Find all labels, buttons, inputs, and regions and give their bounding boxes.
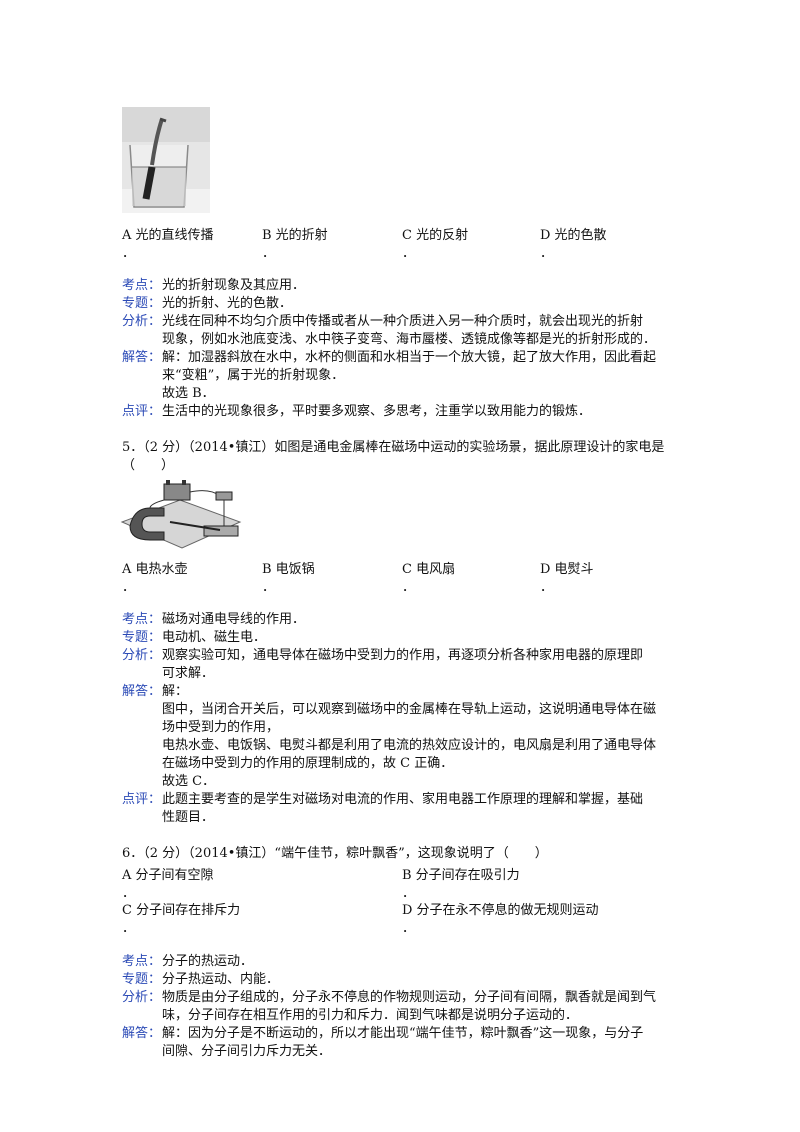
q6-fenxi-2: 味，分子间存在相互作用的引力和斥力．闻到气味都是说明分子运动的．: [162, 1008, 579, 1023]
q5-fenxi-label: 分析：: [122, 648, 162, 663]
q5-jieda-6: 故选 C．: [162, 774, 216, 789]
q5-dot-a: ．: [122, 580, 136, 595]
q6-option-d: D 分子在永不停息的做无规则运动: [402, 903, 599, 918]
q6-jieda-2: 间隙、分子间引力斥力无关．: [162, 1044, 332, 1059]
q5-jieda-2: 图中，当闭合开关后，可以观察到磁场中的金属棒在导轨上运动，这说明通电导体在磁: [162, 702, 657, 717]
refraction-photo: [122, 107, 210, 213]
q5-kaodian: 磁场对通电导线的作用．: [162, 612, 306, 627]
magnet-experiment-figure: [120, 478, 244, 550]
q5-option-b: B 电饭锅: [262, 562, 315, 577]
q4-jieda-label: 解答：: [122, 350, 162, 365]
q6-jieda-1: 解：因为分子是不断运动的，所以才能出现“端午佳节，粽叶飘香”这一现象，与分子: [162, 1026, 644, 1041]
q6-zhuanti: 分子热运动、内能．: [162, 972, 280, 987]
q6-option-a: A 分子间有空隙: [122, 868, 214, 883]
q5-stem-1: 5．（2 分）（2014•镇江）如图是通电金属棒在磁场中运动的实验场景，据此原理…: [122, 440, 665, 455]
q4-dot-c: ．: [402, 246, 416, 261]
q4-dot-a: ．: [122, 246, 136, 261]
q5-jieda-3: 场中受到力的作用，: [162, 720, 280, 735]
q5-dianping-label: 点评：: [122, 792, 162, 807]
q4-fenxi-1: 光线在同种不均匀介质中传播或者从一种介质进入另一种介质时，就会出现光的折射: [162, 314, 644, 329]
q6-fenxi-1: 物质是由分子组成的，分子永不停息的作物规则运动，分子间有间隔，飘香就是闻到气: [162, 990, 657, 1005]
q5-stem-2: （ ）: [122, 458, 175, 473]
q5-option-a: A 电热水壶: [122, 562, 188, 577]
q6-kaodian-label: 考点：: [122, 954, 162, 969]
q5-fenxi-2: 可求解．: [162, 666, 215, 681]
q4-kaodian-label: 考点：: [122, 278, 162, 293]
q5-jieda-5: 在磁场中受到力的作用的原理制成的，故 C 正确．: [162, 756, 454, 771]
q5-dot-b: ．: [262, 580, 276, 595]
q4-option-a: A 光的直线传播: [122, 228, 214, 243]
q4-fenxi-2: 现象，例如水池底变浅、水中筷子变弯、海市蜃楼、透镜成像等都是光的折射形成的．: [162, 332, 657, 347]
q5-zhuanti-label: 专题：: [122, 630, 162, 645]
q5-option-c: C 电风扇: [402, 562, 456, 577]
q4-dot-b: ．: [262, 246, 276, 261]
q5-jieda-label: 解答：: [122, 684, 162, 699]
q4-zhuanti: 光的折射、光的色散．: [162, 296, 293, 311]
q4-jieda-2: 来“变粗”，属于光的折射现象．: [162, 368, 345, 383]
q4-zhuanti-label: 专题：: [122, 296, 162, 311]
q6-jieda-label: 解答：: [122, 1026, 162, 1041]
q5-dianping-1: 此题主要考查的是学生对磁场对电流的作用、家用电器工作原理的理解和掌握，基础: [162, 792, 644, 807]
q6-zhuanti-label: 专题：: [122, 972, 162, 987]
q5-option-d: D 电熨斗: [540, 562, 594, 577]
q4-dianping-label: 点评：: [122, 404, 162, 419]
q5-dot-c: ．: [402, 580, 416, 595]
q6-dot-b: ．: [402, 886, 416, 901]
q5-fenxi-1: 观察实验可知，通电导体在磁场中受到力的作用，再逐项分析各种家用电器的原理即: [162, 648, 644, 663]
q4-fenxi-label: 分析：: [122, 314, 162, 329]
q5-jieda-1: 解：: [162, 684, 189, 699]
q4-option-b: B 光的折射: [262, 228, 328, 243]
q5-dianping-2: 性题目．: [162, 810, 215, 825]
q6-option-c: C 分子间存在排斥力: [122, 903, 241, 918]
q4-kaodian: 光的折射现象及其应用．: [162, 278, 306, 293]
q4-option-c: C 光的反射: [402, 228, 469, 243]
q6-stem: 6．（2 分）（2014•镇江）“端午佳节，粽叶飘香”，这现象说明了（ ）: [122, 846, 548, 861]
q6-option-b: B 分子间存在吸引力: [402, 868, 520, 883]
q6-fenxi-label: 分析：: [122, 990, 162, 1005]
q4-dianping: 生活中的光现象很多，平时要多观察、多思考，注重学以致用能力的锻炼．: [162, 404, 592, 419]
q6-dot-a: ．: [122, 886, 136, 901]
q4-option-d: D 光的色散: [540, 228, 607, 243]
q4-dot-d: ．: [540, 246, 554, 261]
q4-jieda-3: 故选 B．: [162, 386, 215, 401]
q4-jieda-1: 解：加湿器斜放在水中，水杯的侧面和水相当于一个放大镜，起了放大作用，因此看起: [162, 350, 657, 365]
q5-kaodian-label: 考点：: [122, 612, 162, 627]
q6-dot-c: ．: [122, 921, 136, 936]
q6-kaodian: 分子的热运动．: [162, 954, 254, 969]
q6-dot-d: ．: [402, 921, 416, 936]
q5-zhuanti: 电动机、磁生电．: [162, 630, 267, 645]
q5-jieda-4: 电热水壶、电饭锅、电熨斗都是利用了电流的热效应设计的，电风扇是利用了通电导体: [162, 738, 657, 753]
q5-dot-d: ．: [540, 580, 554, 595]
